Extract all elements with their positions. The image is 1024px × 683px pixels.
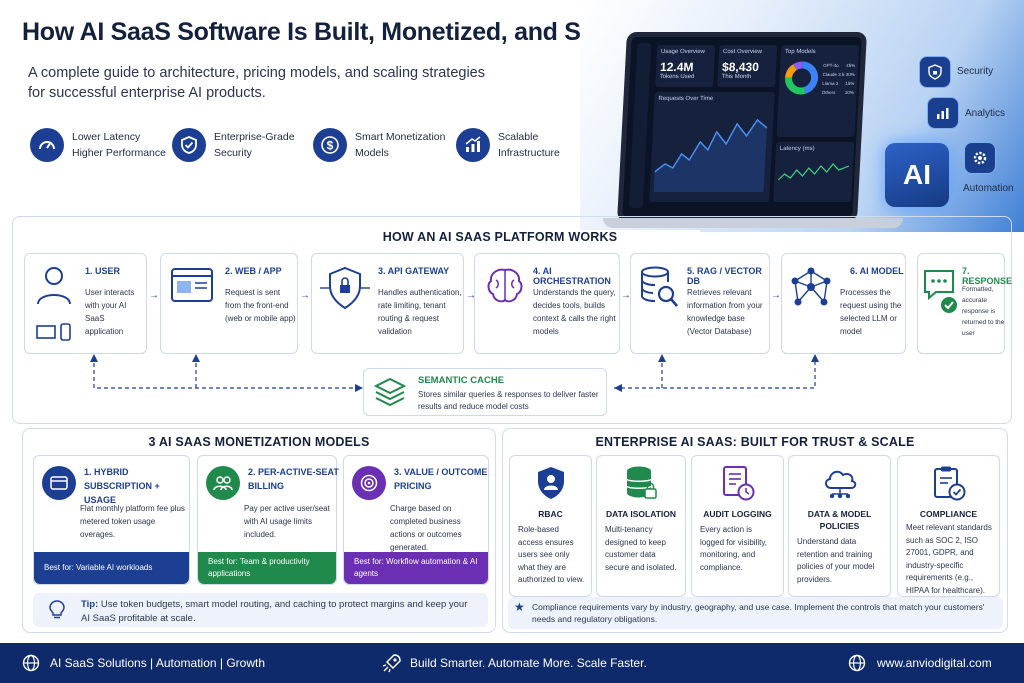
speedometer-icon [30,128,64,162]
star-icon: ★ [514,600,525,614]
stack-layers-icon [374,377,406,407]
compliance-note: ★ Compliance requirements vary by indust… [508,597,1003,629]
flow-step-rag-vector-db: 5. RAG / VECTOR DB Retrieves relevant in… [630,253,770,354]
chat-check-icon [924,270,957,313]
usage-card: Usage Overview 12.4M Tokens Used [655,45,716,87]
platform-flow-section [12,216,1012,424]
arrow-icon: → [466,290,476,301]
footer-tagline-center: Build Smarter. Automate More. Scale Fast… [410,656,647,670]
model-card-per-seat: 2. PER-ACTIVE-SEAT BILLING Pay per activ… [197,455,339,585]
document-clock-icon [719,464,757,502]
growth-chart-icon [456,128,490,162]
browser-window-icon [171,268,213,302]
dollar-icon: $ [313,128,347,162]
flow-heading: HOW AN AI SAAS PLATFORM WORKS [300,230,700,244]
analytics-label: Analytics [965,108,1006,119]
globe-icon [22,654,40,672]
tip-box: Tip: Use token budgets, smart model rout… [33,593,488,627]
user-icon [36,267,71,341]
flow-step-user: 1. USER User interacts with your AI SaaS… [24,253,147,354]
api-shield-lock-icon [320,266,370,310]
users-icon [206,466,240,500]
gear-icon [964,142,996,174]
enterprise-card-compliance: COMPLIANCE Meet relevant standards such … [897,455,1000,597]
footer-tagline-left: AI SaaS Solutions | Automation | Growth [50,656,266,670]
flow-step-ai-orchestration: 4. AI ORCHESTRATION Understands the quer… [474,253,620,354]
models-donut-chart [785,61,819,95]
globe-icon [848,654,866,672]
ai-chip-icon: AI [885,143,949,207]
enterprise-card-rbac: RBAC Role-based access ensures users see… [509,455,592,597]
database-lock-icon [622,464,660,502]
enterprise-card-data-isolation: DATA ISOLATION Multi-tenancy designed to… [596,455,686,597]
requests-line-chart [653,118,768,192]
flow-step-response: 7. RESPONSE Formatted, accurate response… [917,253,1012,354]
cache-connector-lines [90,354,819,392]
flow-step-api-gateway: 3. API GATEWAY Handles authentication, r… [311,253,464,354]
flow-step-web: 2. WEB / APP Request is sent from the fr… [160,253,298,354]
enterprise-section [502,428,1008,633]
monetization-heading: 3 AI SAAS MONETIZATION MODELS [148,435,370,449]
automation-label: Automation [963,183,1014,194]
laptop-base [603,218,903,228]
lightbulb-icon [49,600,65,619]
page-subtitle: A complete guide to architecture, pricin… [28,65,485,101]
rocket-icon [382,654,401,673]
model-card-hybrid: 1. HYBRID SUBSCRIPTION + USAGE Flat mont… [33,455,190,585]
credit-card-icon [42,466,76,500]
shield-check-icon [172,128,206,162]
enterprise-card-data-model-policies: DATA & MODEL POLICIES Understand data re… [788,455,891,597]
database-search-icon [641,266,678,307]
latency-line-chart [777,163,850,181]
arrow-icon: → [621,290,631,301]
flow-step-ai-model: 6. AI MODEL Processes the request using … [781,253,906,354]
footer-bar: AI SaaS Solutions | Automation | Growth … [0,643,1024,683]
semantic-cache-box: SEMANTIC CACHE Stores similar queries & … [363,368,607,416]
target-icon [352,466,386,500]
user-shield-icon [532,464,570,502]
page-title: How AI SaaS Software Is Built, Monetized… [22,18,644,46]
latency-card: Latency (ms) [773,142,855,202]
requests-chart-card: Requests Over Time [649,92,775,202]
enterprise-card-audit-logging: AUDIT LOGGING Every action is logged for… [691,455,784,597]
arrow-icon: → [149,290,159,301]
donut-slice-1 [785,61,819,95]
clipboard-check-icon [930,464,968,502]
neural-network-icon [791,267,831,306]
arrow-icon: → [771,290,781,301]
analytics-icon [927,97,959,129]
footer-website-link[interactable]: www.anviodigital.com [877,656,992,670]
arrow-icon: → [300,290,310,301]
model-card-value-outcome: 3. VALUE / OUTCOME PRICING Charge based … [343,455,489,585]
cloud-network-icon [821,464,859,502]
dashboard-sidebar [628,43,652,208]
donut-slice-3 [785,61,819,95]
cost-card: Cost Overview $8,430 This Month [717,45,778,87]
monetization-section [22,428,496,633]
brain-icon [487,268,523,303]
enterprise-heading: ENTERPRISE AI SAAS: BUILT FOR TRUST & SC… [595,435,915,449]
security-lock-icon [919,56,951,88]
security-label: Security [957,66,994,77]
laptop-dashboard: Usage Overview 12.4M Tokens Used Cost Ov… [617,32,867,222]
svg-text:$: $ [327,139,334,153]
